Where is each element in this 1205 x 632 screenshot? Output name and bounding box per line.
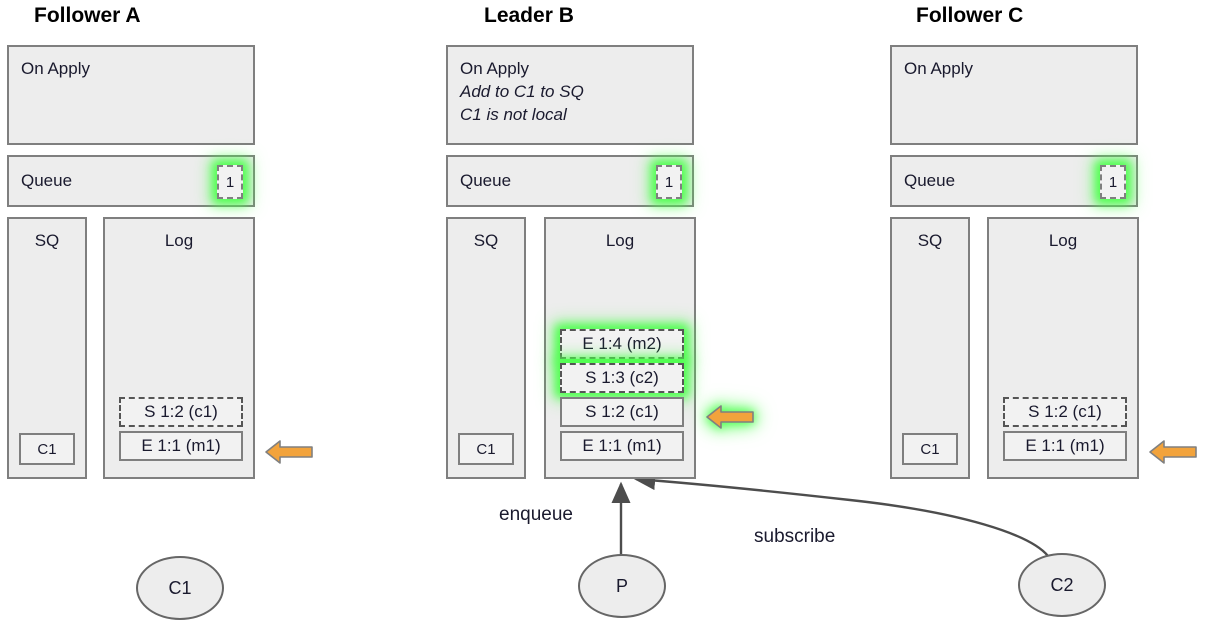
log-entry-s13: S 1:3 (c2) — [560, 363, 684, 393]
node-title-follower-c: Follower C — [916, 4, 1024, 27]
follower-c-log-panel: Log S 1:2 (c1) E 1:1 (m1) — [987, 217, 1139, 479]
follower-a-queue-panel: Queue 1 — [7, 155, 255, 207]
sq-label: SQ — [917, 231, 943, 250]
queue-count-badge: 1 — [656, 165, 682, 199]
log-label: Log — [1048, 231, 1078, 250]
sq-item-c1: C1 — [458, 433, 514, 465]
subscribe-connector — [633, 470, 1049, 557]
client-c1-follower-a: C1 — [136, 556, 224, 620]
queue-label: Queue — [21, 171, 73, 190]
log-entry-e11: E 1:1 (m1) — [119, 431, 243, 461]
on-apply-label: On Apply — [21, 59, 90, 78]
leader-b-log-panel: Log E 1:4 (m2) S 1:3 (c2) S 1:2 (c1) E 1… — [544, 217, 696, 479]
follower-a-log-panel: Log S 1:2 (c1) E 1:1 (m1) — [103, 217, 255, 479]
log-entry-e14: E 1:4 (m2) — [560, 329, 684, 359]
apply-pointer-arrow-follower-c — [1148, 437, 1198, 467]
sq-label: SQ — [34, 231, 60, 250]
sq-label: SQ — [473, 231, 499, 250]
on-apply-block: On Apply Add to C1 to SQ C1 is not local — [460, 57, 584, 126]
leader-b-on-apply-panel: On Apply Add to C1 to SQ C1 is not local — [446, 45, 694, 145]
follower-a-on-apply-panel: On Apply — [7, 45, 255, 145]
sq-item-c1: C1 — [19, 433, 75, 465]
follower-c-sq-panel: SQ C1 — [890, 217, 970, 479]
follower-c-on-apply-panel: On Apply — [890, 45, 1138, 145]
client-c2: C2 — [1018, 553, 1106, 617]
queue-label: Queue — [904, 171, 956, 190]
log-entry-e11: E 1:1 (m1) — [560, 431, 684, 461]
log-entry-e11: E 1:1 (m1) — [1003, 431, 1127, 461]
leader-b-queue-panel: Queue 1 — [446, 155, 694, 207]
subscribe-label: subscribe — [754, 526, 836, 547]
on-apply-label: On Apply — [460, 59, 529, 78]
follower-c-queue-panel: Queue 1 — [890, 155, 1138, 207]
leader-b-sq-panel: SQ C1 — [446, 217, 526, 479]
log-label: Log — [605, 231, 635, 250]
log-label: Log — [164, 231, 194, 250]
log-entry-s12: S 1:2 (c1) — [1003, 397, 1127, 427]
follower-a-sq-panel: SQ C1 — [7, 217, 87, 479]
on-apply-note-1: Add to C1 to SQ — [460, 82, 584, 101]
queue-label: Queue — [460, 171, 512, 190]
on-apply-note-2: C1 is not local — [460, 105, 567, 124]
enqueue-label: enqueue — [499, 504, 573, 525]
apply-pointer-arrow-follower-a — [264, 437, 314, 467]
on-apply-label: On Apply — [904, 59, 973, 78]
log-entry-s12: S 1:2 (c1) — [119, 397, 243, 427]
node-title-leader-b: Leader B — [484, 4, 574, 27]
producer-p: P — [578, 554, 666, 618]
queue-count-badge: 1 — [217, 165, 243, 199]
node-title-follower-a: Follower A — [34, 4, 141, 27]
queue-count-badge: 1 — [1100, 165, 1126, 199]
apply-pointer-arrow-leader-b — [705, 402, 755, 432]
sq-item-c1: C1 — [902, 433, 958, 465]
log-entry-s12: S 1:2 (c1) — [560, 397, 684, 427]
